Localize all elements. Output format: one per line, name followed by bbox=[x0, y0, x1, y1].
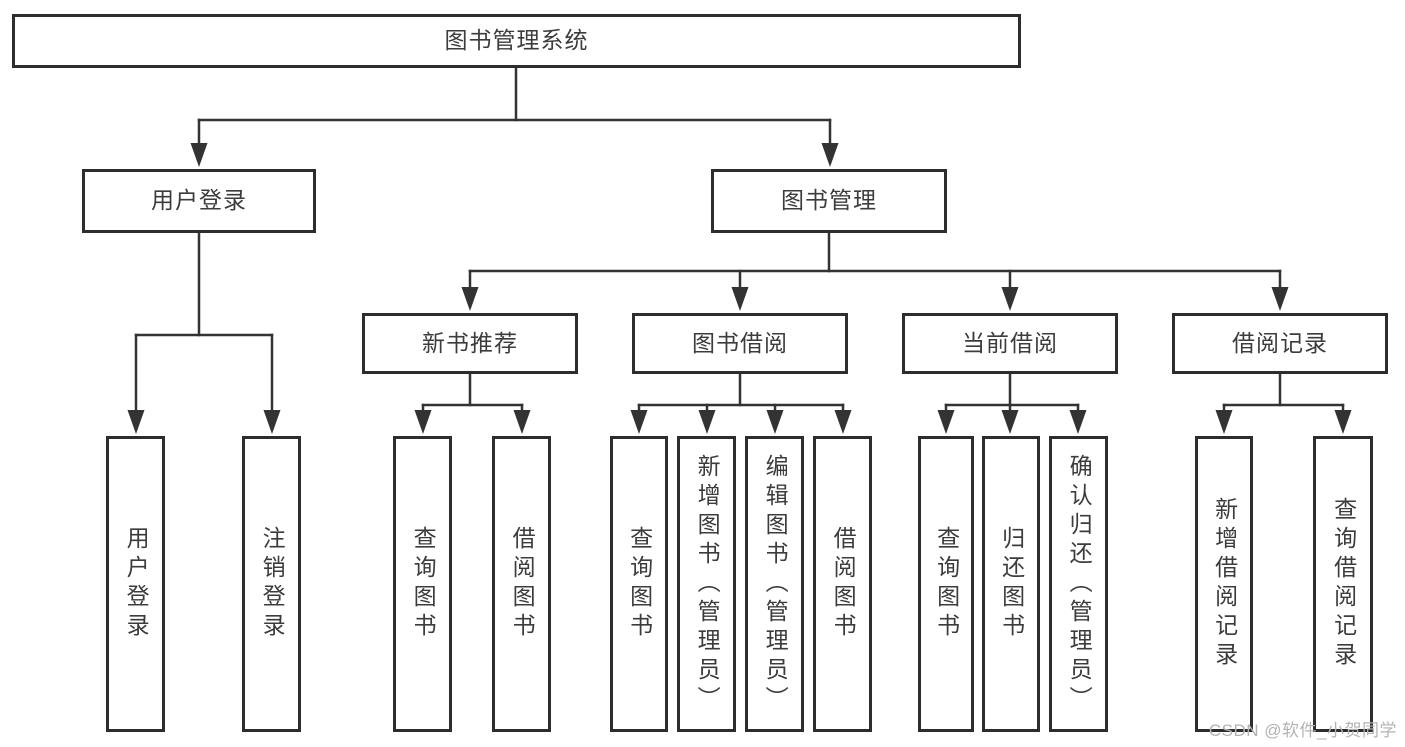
node-leaf-add-book: 新增图书（管理员） bbox=[677, 436, 736, 732]
node-new-book-recommend: 新书推荐 bbox=[362, 313, 578, 374]
arrowhead-icon bbox=[821, 143, 839, 167]
node-leaf-borrow-book-2: 借阅图书 bbox=[813, 436, 872, 732]
node-current-borrow: 当前借阅 bbox=[902, 313, 1118, 374]
node-leaf-return-book: 归还图书 bbox=[982, 436, 1040, 732]
node-leaf-add-borrow-record: 新增借阅记录 bbox=[1195, 436, 1253, 732]
arrowhead-icon bbox=[630, 410, 648, 434]
arrowhead-icon bbox=[1069, 410, 1087, 434]
arrowhead-icon bbox=[1001, 287, 1019, 311]
arrowhead-icon bbox=[834, 410, 852, 434]
arrowhead-icon bbox=[414, 410, 432, 434]
node-leaf-borrow-book-1: 借阅图书 bbox=[492, 436, 551, 732]
arrowhead-icon bbox=[1001, 410, 1019, 434]
node-leaf-query-borrow-record: 查询借阅记录 bbox=[1313, 436, 1373, 732]
arrowhead-icon bbox=[1215, 410, 1233, 434]
arrowhead-icon bbox=[698, 410, 716, 434]
arrowhead-icon bbox=[263, 410, 281, 434]
node-leaf-confirm-return: 确认归还（管理员） bbox=[1049, 436, 1108, 732]
arrowhead-icon bbox=[1334, 410, 1352, 434]
arrowhead-icon bbox=[731, 287, 749, 311]
arrowhead-icon bbox=[1271, 287, 1289, 311]
node-book-management: 图书管理 bbox=[711, 169, 947, 233]
node-leaf-logout: 注销登录 bbox=[242, 436, 301, 732]
node-user-login: 用户登录 bbox=[82, 169, 316, 233]
arrowhead-icon bbox=[937, 410, 955, 434]
arrowhead-icon bbox=[127, 410, 145, 434]
node-leaf-user-login: 用户登录 bbox=[106, 436, 165, 732]
node-leaf-query-book-1: 查询图书 bbox=[393, 436, 452, 732]
node-root: 图书管理系统 bbox=[12, 14, 1021, 68]
node-book-borrow: 图书借阅 bbox=[632, 313, 848, 374]
csdn-watermark: CSDN @软件_小贺同学 bbox=[1208, 721, 1397, 740]
arrowhead-icon bbox=[461, 287, 479, 311]
node-leaf-edit-book: 编辑图书（管理员） bbox=[745, 436, 804, 732]
arrowhead-icon bbox=[190, 143, 208, 167]
node-leaf-query-book-3: 查询图书 bbox=[918, 436, 974, 732]
arrowhead-icon bbox=[513, 410, 531, 434]
node-leaf-query-book-2: 查询图书 bbox=[610, 436, 668, 732]
arrowhead-icon bbox=[766, 410, 784, 434]
node-borrow-records: 借阅记录 bbox=[1172, 313, 1388, 374]
